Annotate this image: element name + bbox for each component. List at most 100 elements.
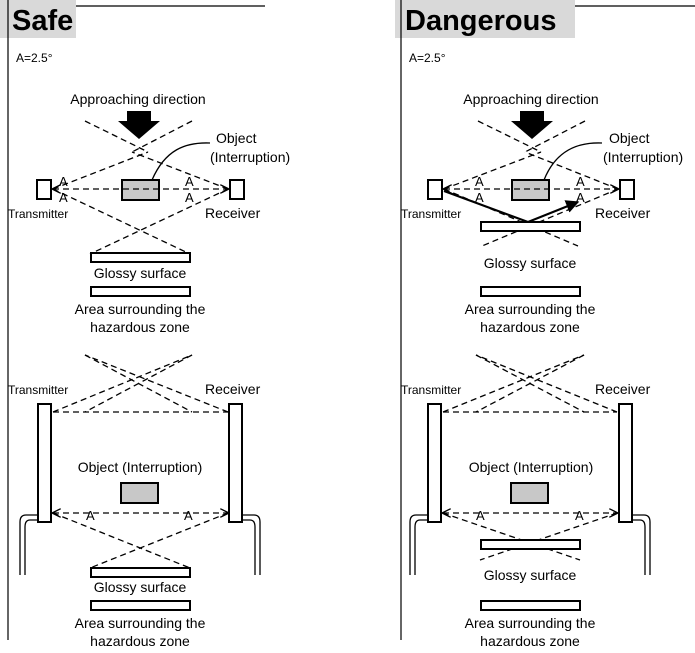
safe-title-background (0, 0, 76, 38)
safe-hazard-area-lower (90, 600, 191, 611)
dangerous-hazard-area-lower (480, 600, 581, 611)
dangerous-transmitter (427, 179, 443, 200)
safe-angle-note: A=2.5° (16, 51, 53, 65)
safe-glossy-surface-lower (90, 567, 191, 578)
dangerous-glossy-surface-lower (480, 539, 581, 550)
safe-angle-a-3: A (185, 174, 194, 189)
dangerous-object-lower (510, 482, 549, 504)
safe-beam-lower-left (52, 188, 191, 255)
safe-receiver-bar (228, 403, 243, 523)
safe-transmitter-cable-outer (19, 514, 38, 575)
safe-transmitter-label: Transmitter (8, 207, 68, 221)
dangerous-lower-beam-lower-right (479, 512, 618, 561)
safe-approach-arrow-icon (118, 111, 160, 139)
dangerous-receiver-cable-outer (632, 514, 651, 575)
safe-receiver-cable-outer (242, 514, 261, 575)
dangerous-beam-cross-top-b (524, 120, 586, 153)
safe-receiver (229, 179, 245, 200)
dangerous-object (511, 179, 550, 201)
dangerous-object-leader (543, 142, 603, 181)
dangerous-glossy-label: Glossy surface (484, 255, 577, 271)
safe-object-label-2: (Interruption) (210, 149, 290, 165)
dangerous-angle-a-3: A (576, 174, 585, 189)
dangerous-hazard-area (480, 286, 581, 297)
dangerous-receiver (619, 179, 635, 200)
dangerous-lower-angle-a-2: A (575, 508, 584, 523)
dangerous-glossy-surface (480, 221, 581, 232)
panel-safe: Safe A=2.5° Approaching direction Transm… (0, 0, 290, 649)
safe-beam-cross-top-a (84, 120, 149, 153)
safe-glossy-surface (90, 252, 191, 263)
safe-transmitter-bar (37, 403, 52, 523)
safe-object-leader (151, 142, 211, 181)
dangerous-lower-beam-top-right (475, 354, 618, 413)
safe-receiver-cable-inner (242, 519, 256, 575)
dangerous-approach-label: Approaching direction (463, 91, 598, 107)
dangerous-receiver-label-2: Receiver (595, 381, 651, 397)
safe-object-label-1: Object (216, 130, 257, 146)
dangerous-hazard-label-2: hazardous zone (480, 319, 580, 335)
safe-lower-beam-lower-left (52, 512, 191, 569)
safe-lower-beam-top-left (52, 354, 193, 413)
safe-hazard-area (90, 286, 191, 297)
safe-hazard-label-1: Area surrounding the (75, 301, 206, 317)
safe-lower-beam-lower-right (89, 512, 229, 569)
dangerous-angle-a-2: A (475, 190, 484, 205)
dangerous-transmitter-bar (427, 403, 442, 523)
safe-transmitter-cable-inner (24, 519, 38, 575)
safe-beam-upper-left (52, 151, 149, 190)
safe-beam-upper-right (131, 151, 229, 190)
dangerous-hazard-label-1: Area surrounding the (465, 301, 596, 317)
safe-object-label-lower: Object (Interruption) (78, 459, 203, 475)
dangerous-object-label-2: (Interruption) (603, 149, 683, 165)
safe-object-lower (120, 482, 159, 504)
safe-beam-cross-top-b (131, 120, 193, 153)
safe-receiver-label-2: Receiver (205, 381, 261, 397)
dangerous-transmitter-label-2: Transmitter (401, 383, 461, 397)
dangerous-hazard-label-lower-2: hazardous zone (480, 633, 580, 649)
safe-lower-angle-a-2: A (184, 508, 193, 523)
dangerous-angle-note: A=2.5° (409, 51, 446, 65)
dangerous-glossy-label-lower: Glossy surface (484, 567, 577, 583)
safe-lower-angle-a-1: A (86, 508, 95, 523)
dangerous-title: Dangerous (405, 5, 556, 37)
dangerous-beam-upper-right (524, 151, 619, 190)
safe-angle-a-1: A (59, 174, 68, 189)
safe-hazard-label-2: hazardous zone (90, 319, 190, 335)
dangerous-receiver-cable-inner (632, 519, 646, 575)
safe-glossy-label-lower: Glossy surface (94, 579, 187, 595)
dangerous-angle-a-4: A (576, 190, 585, 205)
safe-receiver-label: Receiver (205, 205, 261, 221)
dangerous-receiver-label: Receiver (595, 205, 651, 221)
dangerous-object-label-lower: Object (Interruption) (469, 459, 594, 475)
dangerous-receiver-bar (618, 403, 633, 523)
safe-object (121, 179, 160, 201)
dangerous-angle-a-1: A (475, 174, 484, 189)
dangerous-approach-arrow-icon (511, 111, 553, 139)
safe-transmitter (36, 179, 52, 200)
dangerous-transmitter-cable-outer (409, 514, 428, 575)
safe-angle-a-4: A (185, 190, 194, 205)
safe-lower-cross-top-b (84, 354, 193, 413)
safe-hazard-label-lower-1: Area surrounding the (75, 615, 206, 631)
dangerous-transmitter-cable-inner (414, 519, 428, 575)
dangerous-lower-beam-lower-left (442, 512, 581, 561)
safe-approach-label: Approaching direction (70, 91, 205, 107)
safe-angle-a-2: A (59, 190, 68, 205)
dangerous-beam-cross-top-a (477, 120, 542, 153)
safe-beam-lower-right (89, 188, 229, 255)
safe-glossy-label: Glossy surface (94, 265, 187, 281)
dangerous-lower-angle-a-1: A (476, 508, 485, 523)
dangerous-beam-upper-left (443, 151, 542, 190)
dangerous-object-label-1: Object (609, 130, 650, 146)
dangerous-transmitter-label: Transmitter (401, 207, 461, 221)
dangerous-lower-beam-top-left (442, 354, 585, 413)
dangerous-lower-cross-top-b (475, 354, 585, 413)
dangerous-beam-lower-right (481, 188, 619, 247)
safe-hazard-label-lower-2: hazardous zone (90, 633, 190, 649)
safe-title: Safe (12, 5, 73, 37)
safe-transmitter-label-2: Transmitter (8, 383, 68, 397)
panel-dangerous: Dangerous A=2.5° Approaching direction T… (395, 0, 695, 649)
